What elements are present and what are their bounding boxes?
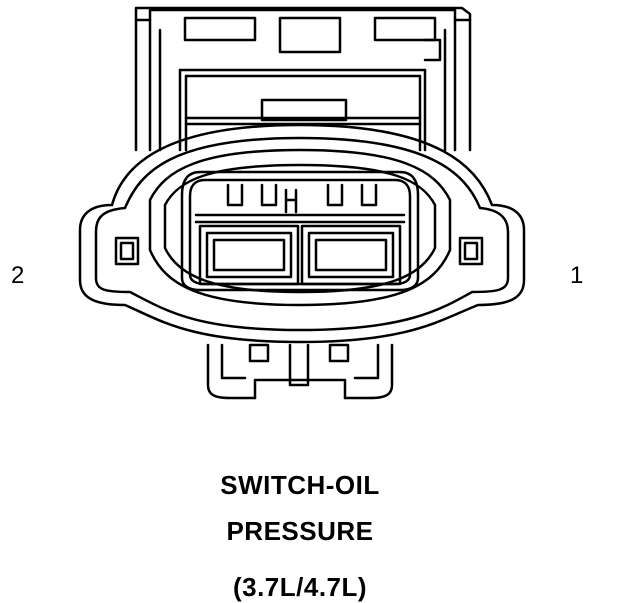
bottom-locator-tabs xyxy=(206,343,394,400)
side-lock-tabs xyxy=(114,236,484,266)
pin-2-cavity xyxy=(198,224,300,286)
connector-outer-body xyxy=(78,123,526,344)
caption-line-3: (3.7L/4.7L) xyxy=(232,572,368,602)
pin-1-cavity xyxy=(300,224,402,286)
pin-2-label: 2 xyxy=(11,262,25,289)
caption-line-1: SWITCH-OIL xyxy=(220,470,380,500)
pin-1-label: 1 xyxy=(570,262,584,289)
caption-line-2: PRESSURE xyxy=(226,516,374,546)
connector-inner-shroud xyxy=(148,148,452,307)
terminal-cavity-block xyxy=(180,170,420,292)
connector-latch-housing xyxy=(134,6,472,152)
